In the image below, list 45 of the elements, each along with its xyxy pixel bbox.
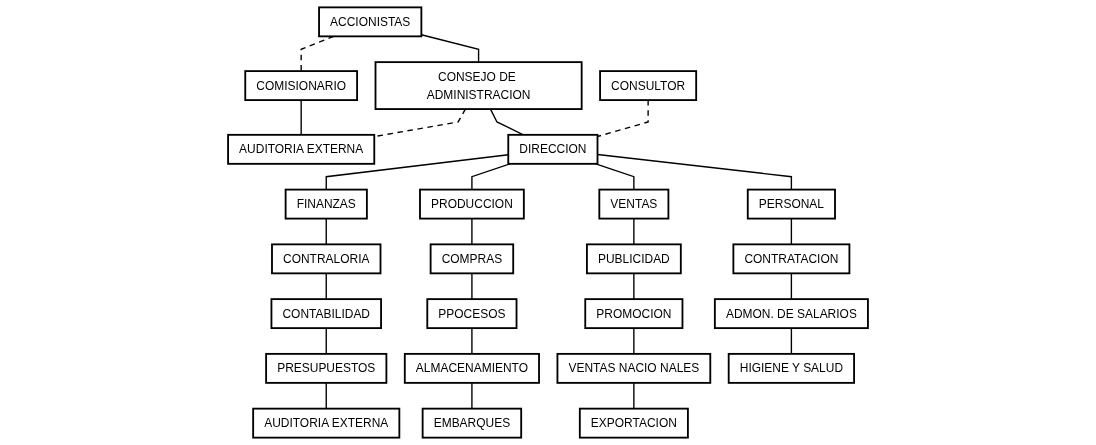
node-box: COMISIONARIO xyxy=(244,70,358,101)
connector xyxy=(596,153,793,191)
node-box: PPOCESOS xyxy=(426,298,518,330)
node-box: HIGIENE Y SALUD xyxy=(727,352,855,384)
node-box: AUDITORIA EXTERNA xyxy=(252,407,401,439)
node-box: CONSULTOR xyxy=(599,70,698,101)
connector xyxy=(790,327,793,355)
connector xyxy=(325,154,509,191)
node-box: COMPRAS xyxy=(429,243,515,275)
node-box: VENTAS NACIO NALES xyxy=(556,352,712,384)
connector xyxy=(790,272,793,300)
connector xyxy=(300,99,302,136)
node-box: VENTAS xyxy=(598,188,670,220)
connector xyxy=(325,382,327,410)
node-box: ACCIONISTAS xyxy=(318,6,423,38)
node-box: ALMACENAMIENTO xyxy=(403,352,540,384)
connector xyxy=(325,272,327,300)
node-box: DIRECCION xyxy=(507,133,599,165)
node-box: FINANZAS xyxy=(284,188,368,220)
node-box: CONTRALORIA xyxy=(271,243,382,275)
node-box: PRESUPUESTOS xyxy=(265,352,388,384)
connector xyxy=(325,327,327,355)
node-box: CONTABILIDAD xyxy=(270,298,382,330)
node-box: PRODUCCION xyxy=(419,188,525,220)
connector xyxy=(595,163,635,191)
connector xyxy=(633,382,635,410)
node-box: CONTRATACION xyxy=(732,243,851,275)
node-box: AUDITORIA EXTERNA xyxy=(227,133,376,165)
node-box: PERSONAL xyxy=(746,188,836,220)
connector xyxy=(471,272,473,300)
connector xyxy=(471,382,473,410)
node-box: PUBLICIDAD xyxy=(586,243,682,275)
connector xyxy=(325,217,327,246)
node-box: EMBARQUES xyxy=(421,407,523,439)
node-box: EXPORTACION xyxy=(578,407,689,439)
connector xyxy=(633,272,635,300)
connector xyxy=(633,217,635,246)
node-box: CONSEJO DE ADMINISTRACION xyxy=(374,61,583,110)
node-box: ADMON. DE SALARIOS xyxy=(713,298,869,330)
connector xyxy=(489,108,524,136)
connector xyxy=(471,217,473,246)
connector xyxy=(471,327,473,355)
connector xyxy=(633,327,635,355)
node-box: PROMOCION xyxy=(584,298,684,330)
connector xyxy=(790,217,793,246)
